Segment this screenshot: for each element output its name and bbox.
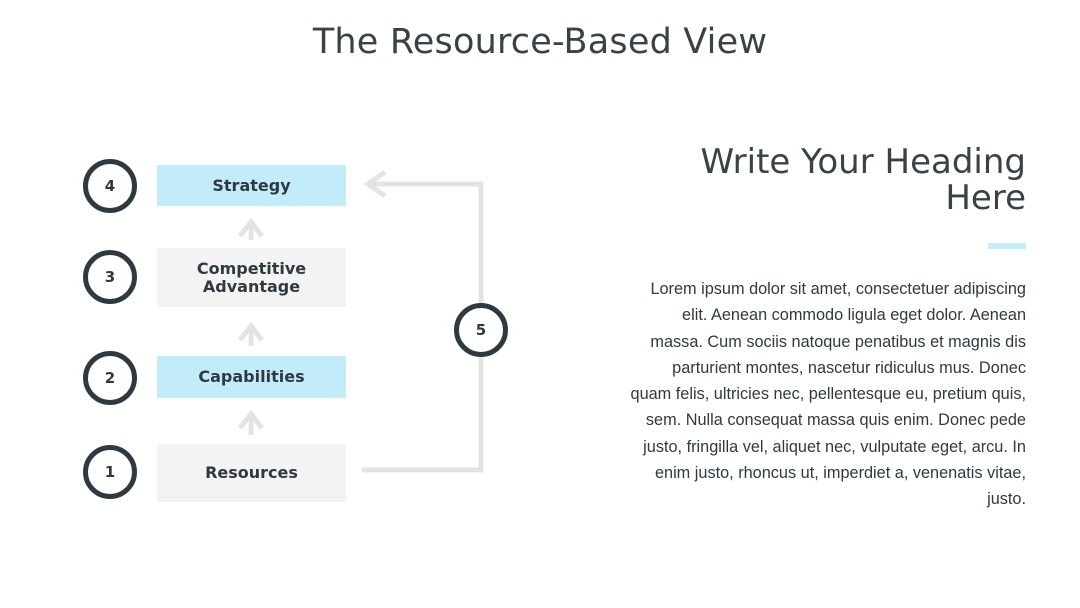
level-number-2: 2 [83, 351, 137, 405]
level-label-capabilities: Capabilities [198, 367, 305, 386]
level-box-capabilities: Capabilities [157, 356, 346, 398]
up-arrow-3-to-4 [238, 217, 264, 240]
level-number-1: 1 [83, 445, 137, 499]
up-arrow-2-to-3 [238, 321, 264, 346]
level-box-resources: Resources [157, 444, 346, 502]
level-label-competitive-advantage: Competitive Advantage [196, 258, 307, 296]
feedback-arrowhead [363, 169, 387, 199]
feedback-number-5: 5 [454, 303, 508, 357]
up-arrow-1-to-2 [238, 409, 264, 435]
heading-accent-bar [988, 243, 1026, 249]
level-label-strategy: Strategy [212, 175, 291, 195]
body-paragraph: Lorem ipsum dolor sit amet, consectetuer… [630, 280, 1026, 509]
level-box-competitive-advantage: Competitive Advantage [157, 248, 346, 307]
page-title: The Resource-Based View [312, 22, 768, 62]
level-number-3: 3 [83, 250, 137, 304]
level-label-resources: Resources [205, 463, 298, 482]
level-box-strategy: Strategy [157, 165, 346, 206]
level-number-4: 4 [83, 159, 137, 213]
section-heading: Write Your Heading Here [700, 142, 1026, 218]
